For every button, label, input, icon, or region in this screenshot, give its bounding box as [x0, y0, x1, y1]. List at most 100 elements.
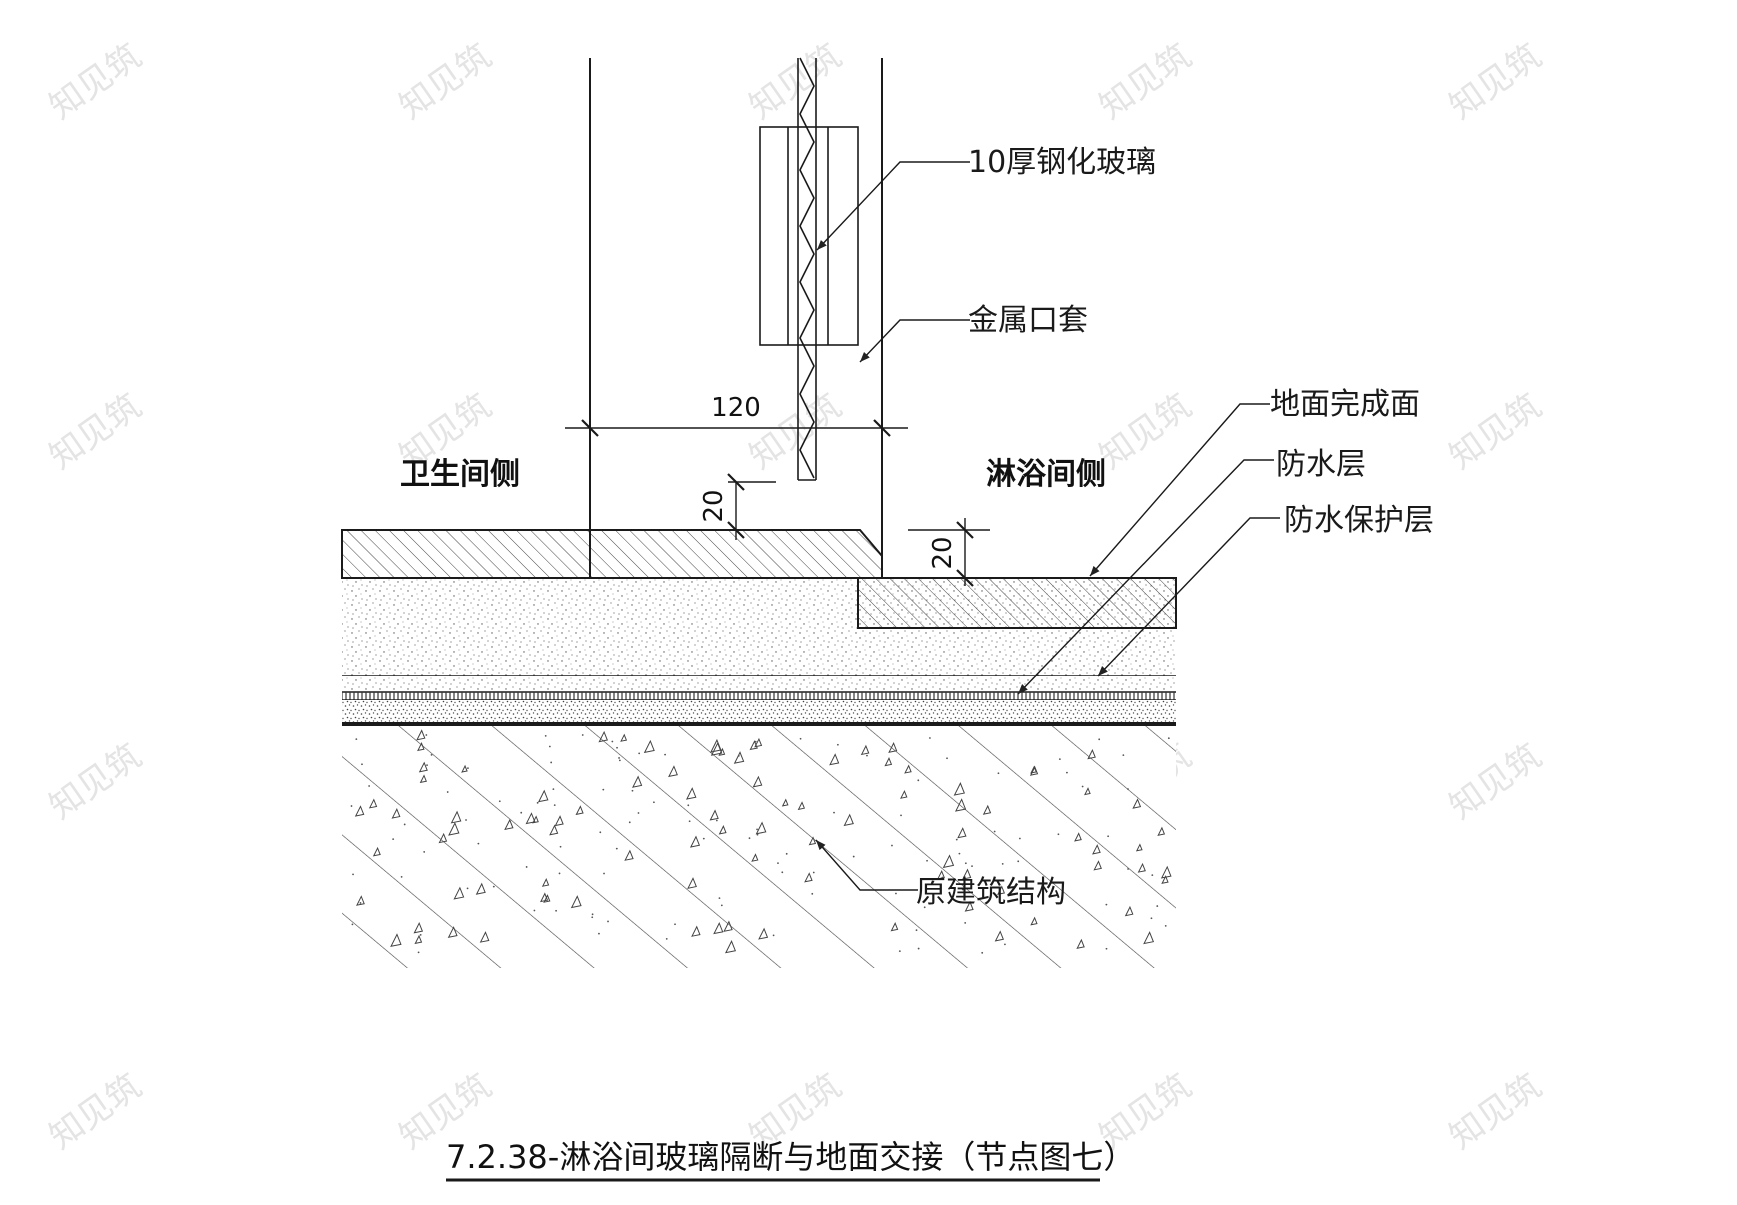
aggregate-mark	[391, 808, 401, 819]
aggregate-mark	[1084, 787, 1091, 796]
aggregate-dot	[674, 923, 676, 926]
aggregate-mark	[416, 729, 426, 741]
aggregate-dot	[777, 862, 779, 865]
aggregate-mark	[781, 798, 789, 807]
aggregate-dot	[1098, 738, 1101, 741]
aggregate-dot	[1018, 837, 1021, 840]
aggregate-dot	[1081, 785, 1084, 788]
aggregate-mark	[525, 812, 536, 825]
aggregate-mark	[354, 805, 365, 817]
aggregate-mark	[752, 775, 763, 788]
aggregate-dot	[425, 734, 428, 736]
partition-frame	[589, 58, 883, 580]
aggregate-dot	[355, 738, 358, 740]
tempered-glass	[797, 57, 817, 481]
aggregate-dot	[602, 788, 605, 791]
aggregate-dot	[799, 737, 802, 740]
aggregate-mark	[554, 815, 564, 827]
aggregate-dot	[477, 842, 480, 845]
aggregate-dot	[1151, 874, 1154, 876]
aggregate-mark	[710, 738, 722, 753]
aggregate-mark	[713, 921, 724, 935]
aggregate-mark	[1161, 875, 1169, 884]
aggregate-mark	[479, 931, 490, 943]
aggregate-dot	[866, 754, 868, 757]
aggregate-mark	[453, 886, 465, 900]
aggregate-dot	[555, 909, 557, 912]
aggregate-dot	[923, 906, 926, 909]
aggregate-mark	[689, 835, 701, 848]
aggregate-dot	[616, 746, 618, 749]
aggregate-dot	[351, 923, 354, 926]
aggregate-dot	[1122, 754, 1125, 757]
dimension-step-right	[908, 518, 990, 587]
watermark-text: 知见筑	[1092, 386, 1198, 477]
aggregate-mark	[1124, 905, 1134, 917]
aggregate-mark	[1092, 844, 1101, 855]
dimension-120-label: 120	[711, 393, 761, 423]
watermark-text: 知见筑	[42, 36, 148, 127]
aggregate-dot	[915, 929, 918, 932]
aggregate-dot	[687, 804, 690, 807]
aggregate-dot	[352, 873, 354, 876]
aggregate-dot	[618, 759, 621, 762]
aggregate-dot	[544, 734, 547, 737]
aggregate-dot	[754, 740, 757, 743]
aggregate-mark	[1076, 938, 1085, 949]
dimension-step-left	[727, 473, 776, 540]
aggregate-mark	[751, 853, 759, 862]
aggregate-dot	[781, 871, 784, 874]
aggregate-dot	[1127, 868, 1129, 870]
aggregate-dot	[533, 909, 536, 912]
aggregate-mark	[982, 804, 992, 815]
aggregate-mark	[685, 787, 697, 800]
aggregate-mark	[843, 813, 854, 827]
aggregate-mark	[888, 742, 898, 753]
aggregate-dot	[715, 819, 718, 822]
aggregate-mark	[953, 782, 966, 796]
aggregate-dot	[811, 892, 814, 895]
aggregate-mark	[733, 751, 745, 764]
aggregate-mark	[643, 739, 655, 754]
aggregate-dot	[638, 752, 641, 755]
aggregate-dot	[598, 932, 600, 935]
aggregate-dot	[599, 831, 602, 834]
watermark-text: 知见筑	[42, 736, 148, 827]
aggregate-mark	[1093, 860, 1102, 871]
aggregate-dot	[1164, 924, 1167, 927]
aggregate-dot	[465, 819, 467, 821]
aggregate-mark	[957, 827, 967, 839]
label-structure: 原建筑结构	[916, 875, 1066, 910]
aggregate-mark	[1143, 931, 1155, 945]
watermark-text: 知见筑	[1442, 36, 1548, 127]
aggregate-mark	[540, 892, 549, 903]
aggregate-mark	[413, 921, 424, 934]
aggregate-dot	[520, 811, 523, 814]
aggregate-mark	[808, 836, 817, 846]
aggregate-dot	[971, 865, 973, 868]
aggregate-mark	[414, 934, 423, 945]
aggregate-dot	[961, 888, 964, 891]
aggregate-mark	[356, 895, 365, 906]
aggregate-mark	[1137, 862, 1146, 873]
aggregate-dot	[812, 871, 815, 874]
aggregate-mark	[390, 933, 402, 947]
aggregate-dot	[1127, 788, 1129, 790]
aggregate-dot	[941, 876, 944, 879]
aggregate-dot	[891, 844, 893, 847]
aggregate-dot	[958, 852, 961, 855]
aggregate-mark	[372, 846, 381, 857]
aggregate-dot	[1105, 903, 1108, 906]
watermark-text: 知见筑	[392, 36, 498, 127]
aggregate-mark	[537, 789, 549, 803]
watermark-text: 知见筑	[1092, 36, 1198, 127]
aggregate-dot	[615, 847, 618, 850]
aggregate-mark	[942, 854, 955, 869]
aggregate-mark	[718, 825, 727, 835]
aggregate-mark	[368, 798, 378, 809]
aggregate-dot	[400, 875, 403, 878]
aggregate-mark	[691, 925, 701, 937]
aggregate-dot	[1004, 943, 1006, 946]
aggregate-dot	[665, 937, 668, 940]
